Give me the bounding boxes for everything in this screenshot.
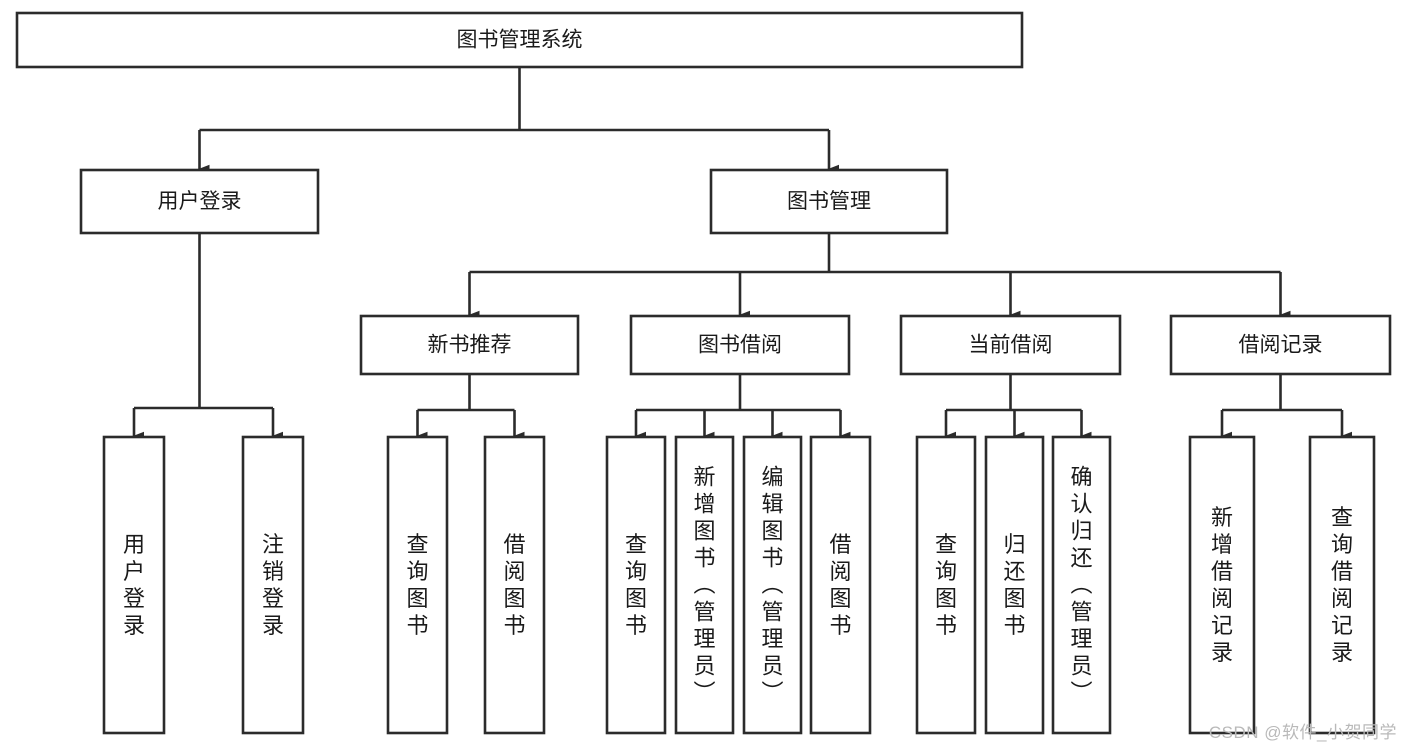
node-label: 图书管理 [787,190,871,213]
node-label: 查询借阅记录 [1331,505,1353,665]
level2-node-用户登录[interactable]: 用户登录 [79,168,320,235]
node-label: 借阅记录 [1239,334,1323,357]
node-box [674,435,735,735]
leaf-node-归还图书[interactable]: 归还图书 [984,435,1045,735]
node-label: 图书管理系统 [457,29,583,52]
node-box [984,435,1045,735]
node-box [1169,314,1392,376]
node-box [79,168,320,235]
node-label: 确认归还（管理员） [1070,465,1092,706]
node-box [241,435,305,735]
node-label: 图书借阅 [698,334,782,357]
leaf-node-查询图书[interactable]: 查询图书 [386,435,449,735]
csdn-watermark: CSDN @软件_小贺同学 [1208,723,1397,742]
leaf-node-查询图书[interactable]: 查询图书 [915,435,977,735]
node-label: 当前借阅 [969,334,1053,357]
level3-node-图书借阅[interactable]: 图书借阅 [629,314,851,376]
node-label: 查询图书 [625,532,647,638]
leaf-node-借阅图书[interactable]: 借阅图书 [809,435,872,735]
node-box [15,11,1024,69]
node-box [483,435,546,735]
node-label: 查询图书 [935,532,957,638]
node-box [629,314,851,376]
leaf-node-借阅图书[interactable]: 借阅图书 [483,435,546,735]
level3-node-新书推荐[interactable]: 新书推荐 [359,314,580,376]
node-label: 借阅图书 [829,532,851,638]
leaf-node-新增图书管理员[interactable]: 新增图书（管理员） [674,435,735,735]
node-label: 注销登录 [262,532,284,638]
node-box [1051,435,1112,735]
root-node-图书管理系统[interactable]: 图书管理系统 [15,11,1024,69]
connector-layer [132,67,1352,441]
node-box [1308,435,1376,735]
leaf-node-编辑图书管理员[interactable]: 编辑图书（管理员） [742,435,803,735]
node-layer: 图书管理系统用户登录图书管理新书推荐图书借阅当前借阅借阅记录用户登录注销登录查询… [15,11,1392,735]
node-label: 归还图书 [1003,532,1025,638]
node-box [605,435,667,735]
node-label: 新增图书（管理员） [693,465,715,706]
node-box [386,435,449,735]
node-box [809,435,872,735]
node-box [1188,435,1256,735]
leaf-node-用户登录[interactable]: 用户登录 [102,435,166,735]
leaf-node-新增借阅记录[interactable]: 新增借阅记录 [1188,435,1256,735]
level3-node-当前借阅[interactable]: 当前借阅 [899,314,1122,376]
node-box [899,314,1122,376]
level3-node-借阅记录[interactable]: 借阅记录 [1169,314,1392,376]
node-label: 编辑图书（管理员） [761,465,783,706]
node-label: 用户登录 [123,532,145,638]
node-label: 新增借阅记录 [1211,505,1233,665]
node-box [742,435,803,735]
node-label: 新书推荐 [428,334,512,357]
node-box [709,168,949,235]
node-box [102,435,166,735]
leaf-node-确认归还管理员[interactable]: 确认归还（管理员） [1051,435,1112,735]
leaf-node-查询借阅记录[interactable]: 查询借阅记录 [1308,435,1376,735]
node-box [359,314,580,376]
leaf-node-注销登录[interactable]: 注销登录 [241,435,305,735]
leaf-node-查询图书[interactable]: 查询图书 [605,435,667,735]
node-label: 查询图书 [406,532,428,638]
node-box [915,435,977,735]
level2-node-图书管理[interactable]: 图书管理 [709,168,949,235]
node-label: 用户登录 [158,190,242,213]
node-label: 借阅图书 [503,532,525,638]
